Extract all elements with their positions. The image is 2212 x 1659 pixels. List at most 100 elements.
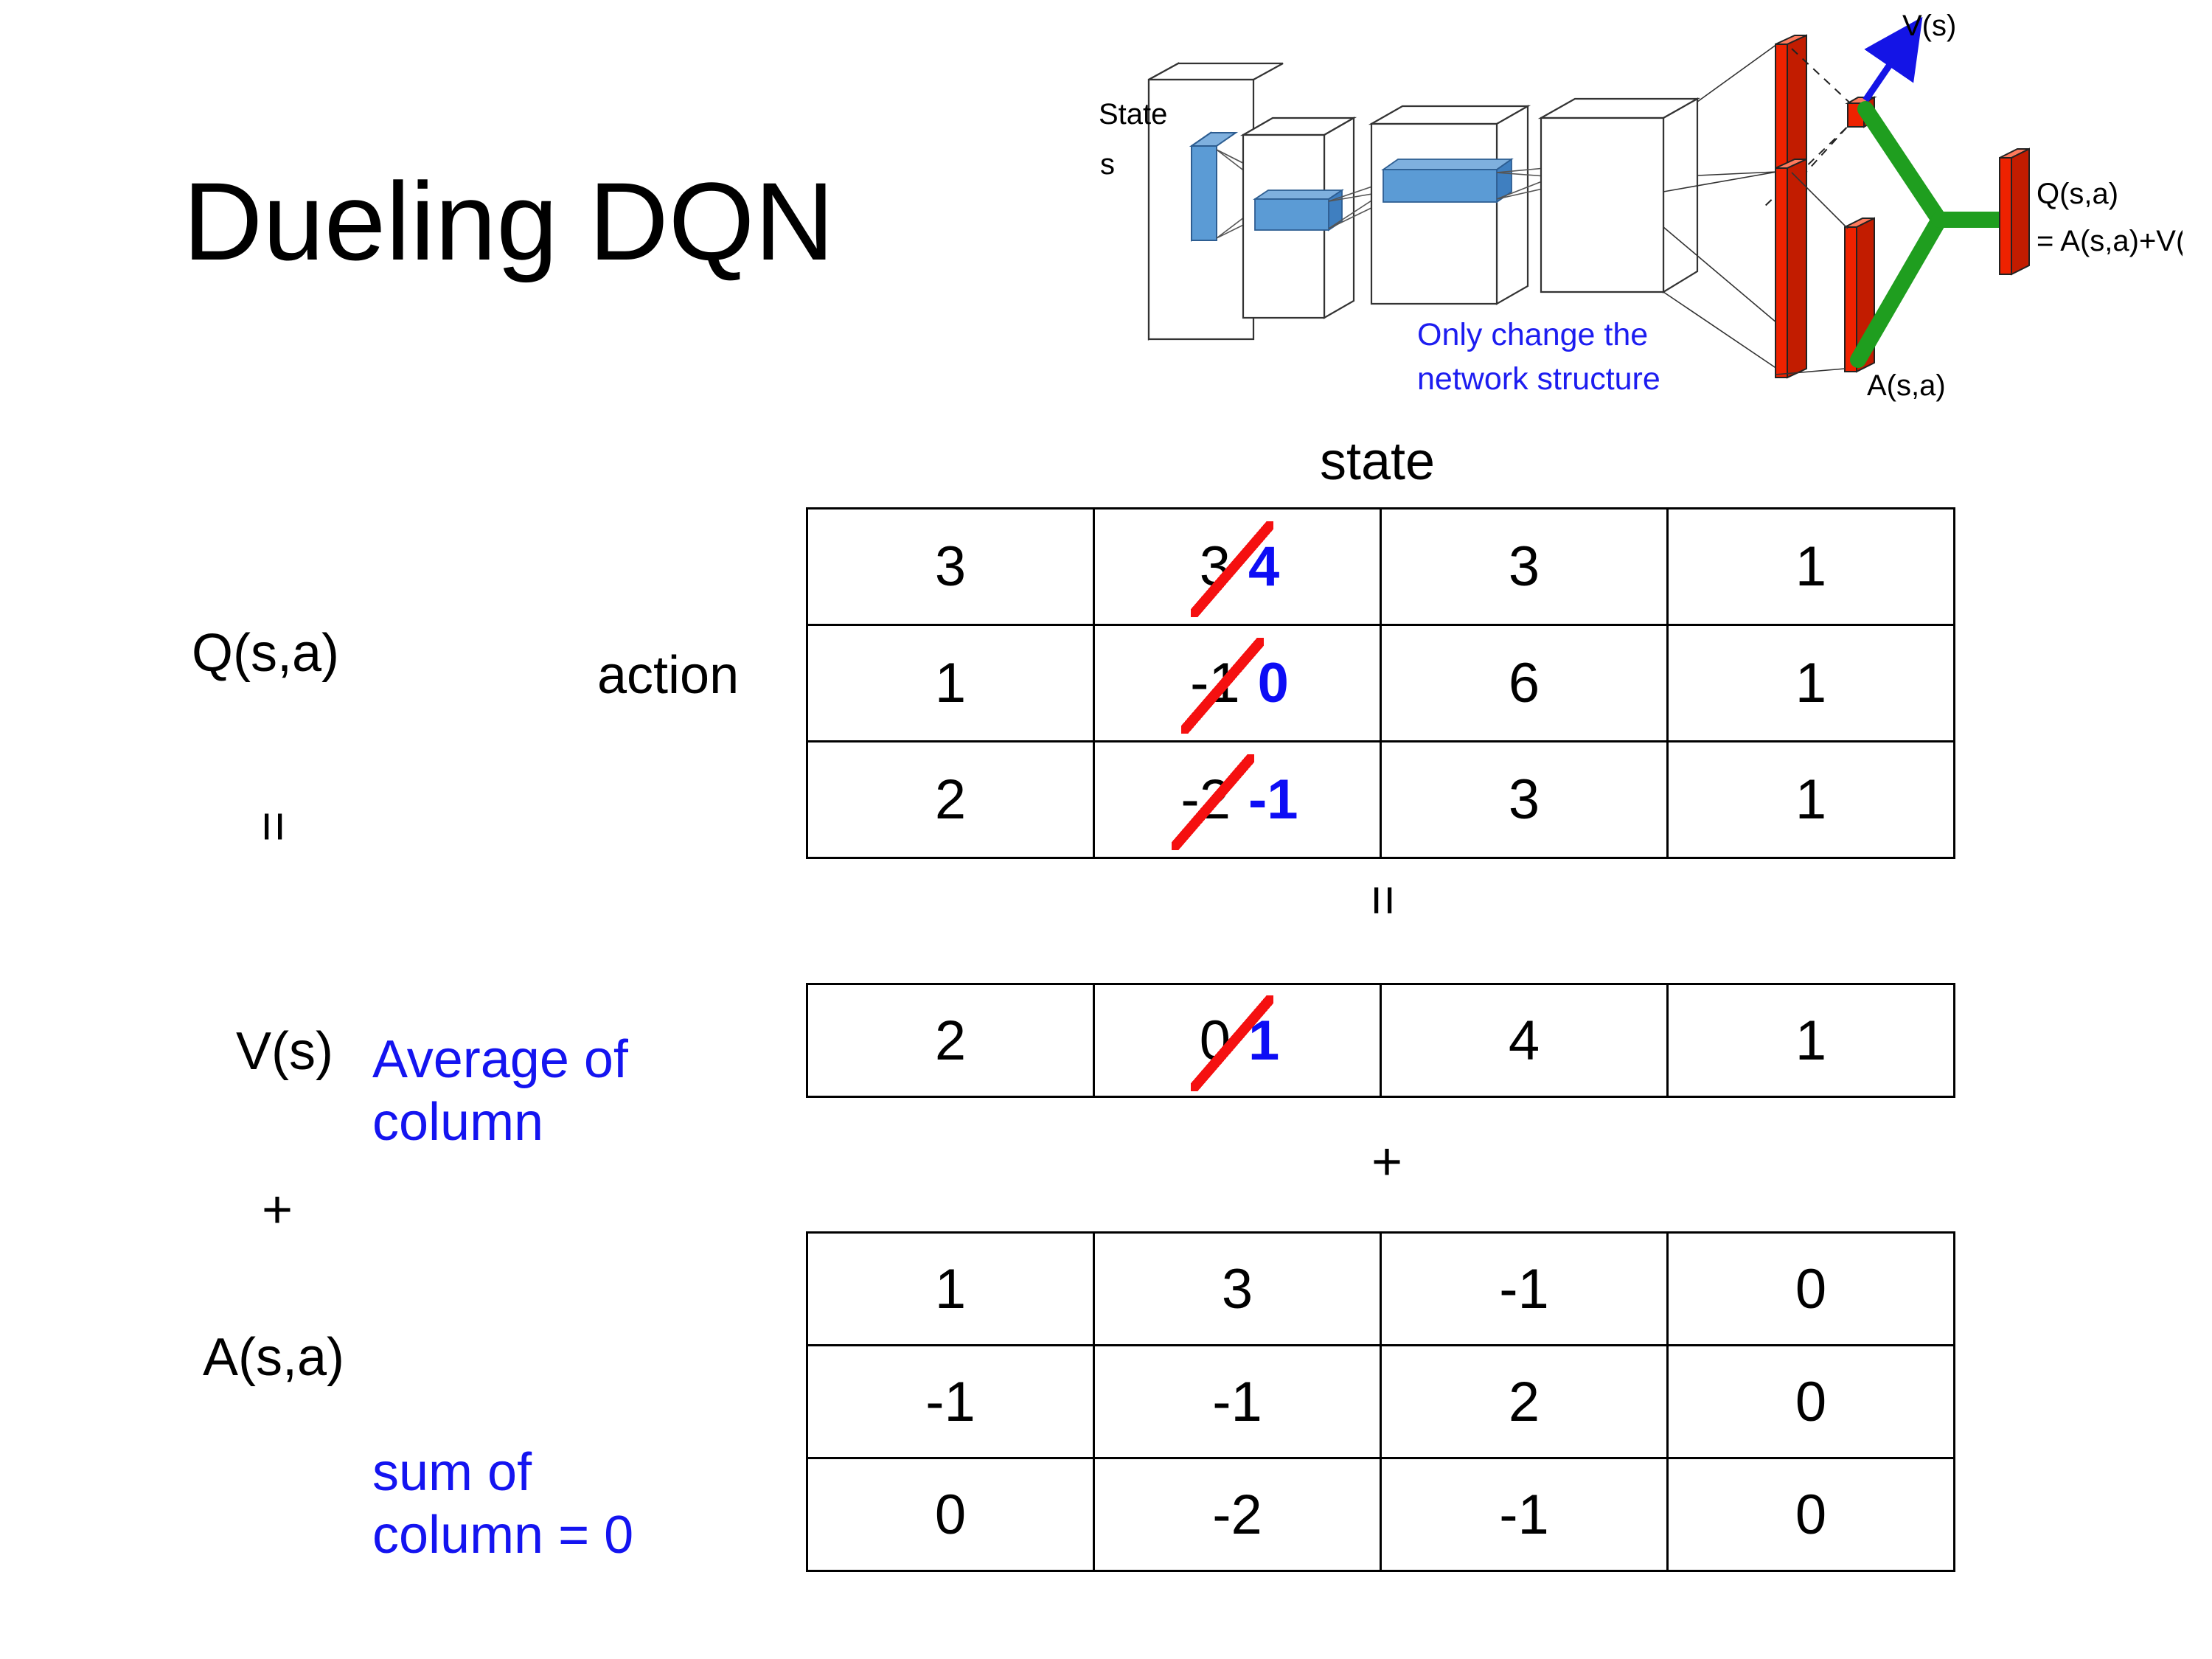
cell-value: -1 [925,1370,975,1433]
state-input-label-line2: s [1100,148,1115,181]
cell-value: 3 [1508,768,1540,831]
new-value: 0 [1257,652,1289,714]
cell-value: 3 [934,535,967,598]
v-cell-r0c0[interactable]: 2 [806,983,1095,1098]
a-cell-r0c1[interactable]: 3 [1093,1231,1382,1346]
cell-value: -1 [1499,1483,1549,1546]
a-cell-r2c1[interactable]: -2 [1093,1457,1382,1572]
sum-of-column-note: sum of column = 0 [372,1441,633,1567]
conv-block-2-icon [1368,105,1531,305]
q-cell-r2c0[interactable]: 2 [806,740,1095,859]
average-note-line2: column [372,1092,544,1152]
table-row: 1 3 -1 0 [806,1231,1955,1346]
cell-value: 4 [1508,1009,1540,1072]
a-function-label: A(s,a) [203,1328,345,1387]
cell-value: 0 [1795,1257,1827,1321]
table-row: 2 -2-1 3 1 [806,740,1955,859]
cell-value: 2 [1508,1370,1540,1433]
q-output-bar-icon [1999,147,2030,276]
network-note-line2: network structure [1417,361,1660,397]
q-cell-r2c1[interactable]: -2-1 [1093,740,1382,859]
v-output-arrow-icon [1863,16,1923,102]
advantage-table: 1 3 -1 0 -1 -1 2 0 0 -2 -1 0 [806,1231,1955,1572]
advantage-links [1775,172,1848,375]
q-cell-r1c0[interactable]: 1 [806,624,1095,742]
stream-split-links [1663,44,1778,369]
a-cell-r2c0[interactable]: 0 [806,1457,1095,1572]
old-value: 0 [1190,995,1274,1091]
conv-block-3-icon [1537,97,1701,293]
a-cell-r2c3[interactable]: 0 [1666,1457,1955,1572]
q-cell-r0c2[interactable]: 3 [1380,507,1669,626]
advantage-stream-bar-icon [1775,158,1807,379]
q-cell-r2c3[interactable]: 1 [1666,740,1955,859]
v-cell-r0c2[interactable]: 4 [1380,983,1669,1098]
sum-note-line1: sum of [372,1443,532,1502]
equals-sign-middle: = [1354,884,1413,917]
input-patch-icon [1189,131,1239,242]
cell-value: 1 [1795,1009,1827,1072]
sum-note-line2: column = 0 [372,1505,634,1565]
axis-label-action: action [597,646,740,705]
a-output-label: A(s,a) [1867,369,1946,402]
cell-value: 0 [1795,1483,1827,1546]
table-row: -1 -1 2 0 [806,1344,1955,1459]
cell-value: 0 [1795,1370,1827,1433]
conv-block-2-patch-icon [1381,158,1514,204]
q-cell-r2c2[interactable]: 3 [1380,740,1669,859]
cell-value: -2 [1212,1483,1262,1546]
page-title: Dueling DQN [183,159,835,283]
cell-value: 3 [1508,535,1540,598]
a-cell-r1c2[interactable]: 2 [1380,1344,1669,1459]
cell-value: 3 [1221,1257,1253,1321]
a-cell-r1c0[interactable]: -1 [806,1344,1095,1459]
q-cell-r0c0[interactable]: 3 [806,507,1095,626]
cell-value: 1 [1795,768,1827,831]
cell-value: -1 [1499,1257,1549,1321]
old-value: 3 [1190,521,1274,617]
cell-value: 0 [934,1483,967,1546]
plus-sign-middle: + [1371,1133,1403,1192]
a-cell-r0c2[interactable]: -1 [1380,1231,1669,1346]
new-value: -1 [1248,768,1298,831]
cell-value: 1 [1795,652,1827,714]
dueling-network-diagram: State s V(s) A(s,a) Q(s,a) = A(s,a)+V(s)… [1099,6,2183,404]
a-cell-r0c0[interactable]: 1 [806,1231,1095,1346]
q-output-label-line1: Q(s,a) [2037,178,2118,210]
q-cell-r1c3[interactable]: 1 [1666,624,1955,742]
old-value: -1 [1181,638,1264,734]
q-cell-r0c3[interactable]: 1 [1666,507,1955,626]
new-value: 4 [1248,535,1280,598]
network-note-line1: Only change the [1417,317,1648,352]
v-output-label: V(s) [1902,10,1956,42]
table-row: 0 -2 -1 0 [806,1457,1955,1572]
average-of-column-note: Average of column [372,1029,628,1154]
q-output-label-line2: = A(s,a)+V(s) [2037,225,2183,257]
old-value: -2 [1172,754,1254,850]
a-cell-r2c2[interactable]: -1 [1380,1457,1669,1572]
a-cell-r0c3[interactable]: 0 [1666,1231,1955,1346]
new-value: 1 [1248,1009,1280,1072]
cell-value: 1 [934,652,967,714]
v-function-label: V(s) [236,1022,333,1081]
cell-value: 1 [1795,535,1827,598]
v-cell-r0c3[interactable]: 1 [1666,983,1955,1098]
cell-value: 2 [934,1009,967,1072]
a-cell-r1c3[interactable]: 0 [1666,1344,1955,1459]
axis-label-state: state [1320,432,1436,491]
average-note-line1: Average of [372,1030,628,1089]
a-cell-r1c1[interactable]: -1 [1093,1344,1382,1459]
equals-sign-left: = [244,810,304,843]
q-cell-r1c2[interactable]: 6 [1380,624,1669,742]
state-input-label-line1: State [1099,98,1167,131]
cell-value: 6 [1508,652,1540,714]
cell-value: 2 [934,768,967,831]
plus-sign-left: + [262,1180,293,1239]
